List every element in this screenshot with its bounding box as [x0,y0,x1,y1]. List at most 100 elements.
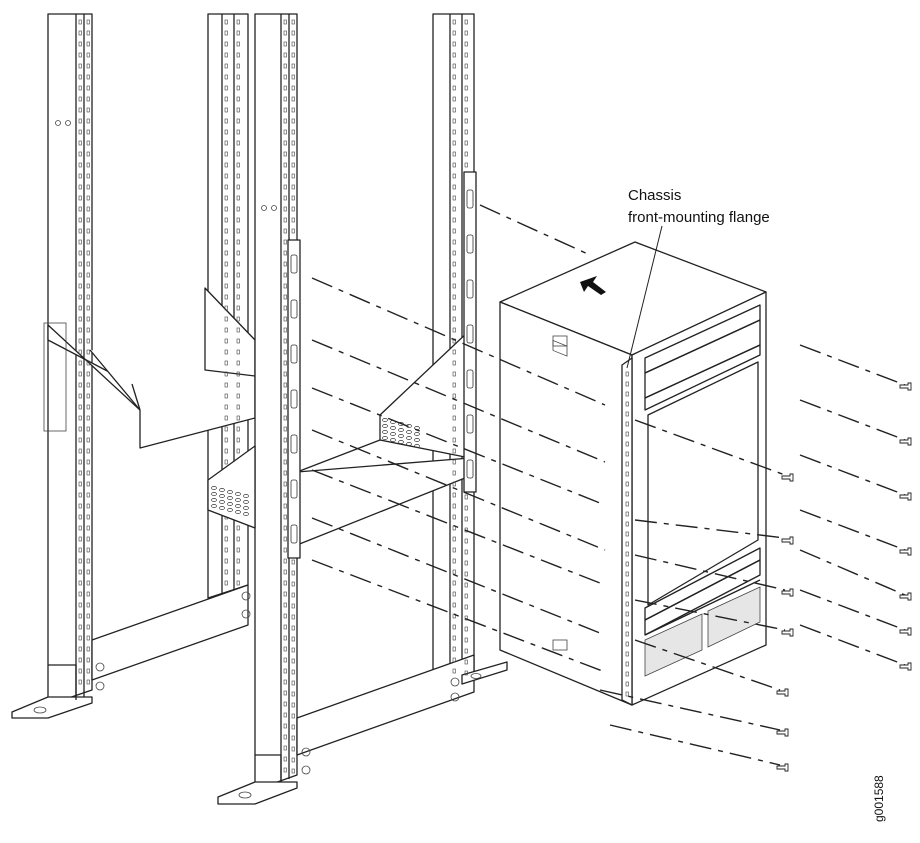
mount-hole [86,85,90,91]
mount-hole [86,525,90,531]
mount-hole [236,371,240,377]
mount-hole [78,624,82,630]
mount-hole [236,547,240,553]
mount-hole [291,173,295,179]
mount-hole [86,558,90,564]
mount-hole [224,404,228,410]
mount-hole [224,19,228,25]
mount-hole [291,184,295,190]
mount-hole [224,96,228,102]
vent-hole [219,488,225,492]
bracket-slot [290,524,298,544]
mount-hole [86,360,90,366]
mount-hole [283,85,287,91]
flange-hole [625,631,629,637]
mount-hole [283,547,287,553]
mount-hole [86,74,90,80]
mount-hole [236,294,240,300]
mount-hole [78,426,82,432]
vent-hole [227,496,233,500]
bracket-slot [290,299,298,319]
mount-hole [291,85,295,91]
mount-hole [283,74,287,80]
mount-hole [236,173,240,179]
mount-hole [464,659,468,665]
mount-hole [78,448,82,454]
mount-hole [224,547,228,553]
mount-hole [291,118,295,124]
mount-hole [78,74,82,80]
vent-hole [406,442,412,446]
mount-hole [291,625,295,631]
mount-hole [283,591,287,597]
mount-hole [283,558,287,564]
mount-hole [78,316,82,322]
mount-hole [291,195,295,201]
mount-hole [283,613,287,619]
mount-hole [78,30,82,36]
mount-hole [236,195,240,201]
mount-hole [452,162,456,168]
mount-hole [78,459,82,465]
vent-hole [398,440,404,444]
mount-hole [236,283,240,289]
mount-hole [464,615,468,621]
mount-hole [78,294,82,300]
mount-hole [86,602,90,608]
mount-hole [283,272,287,278]
mount-hole [464,538,468,544]
mount-hole [283,107,287,113]
mount-hole [224,239,228,245]
mount-hole [86,195,90,201]
mount-hole [78,580,82,586]
mount-hole [236,272,240,278]
mount-hole [452,360,456,366]
vent-hole [382,430,388,434]
vent-hole [382,424,388,428]
mount-hole [283,283,287,289]
mount-hole [283,151,287,157]
mount-hole [236,74,240,80]
mount-hole [86,96,90,102]
flange-holes [625,371,629,697]
mount-hole [86,206,90,212]
mount-hole [291,724,295,730]
mount-hole [283,723,287,729]
mount-hole [86,569,90,575]
flange-hole [625,691,629,697]
mount-hole [283,492,287,498]
mount-hole [224,459,228,465]
mount-hole [283,415,287,421]
screw-icon [899,592,912,601]
mount-hole [283,756,287,762]
mount-hole [78,217,82,223]
mount-hole [452,195,456,201]
mount-hole [452,437,456,443]
bracket-slot [466,189,474,209]
mount-hole [464,670,468,676]
mount-hole [78,602,82,608]
mount-hole [86,151,90,157]
mount-hole [283,646,287,652]
mount-hole [224,371,228,377]
flange-hole [625,401,629,407]
mount-hole [464,19,468,25]
mount-hole [283,679,287,685]
mount-hole [86,481,90,487]
mount-hole [291,74,295,80]
mount-hole [291,63,295,69]
mount-hole [452,349,456,355]
mount-hole [452,217,456,223]
mount-hole [78,41,82,47]
mount-hole [283,404,287,410]
mount-hole [78,503,82,509]
mount-hole [86,30,90,36]
mount-hole [291,217,295,223]
mount-hole [291,129,295,135]
vent-hole [211,492,217,496]
mount-hole [452,316,456,322]
mount-hole [78,371,82,377]
mount-hole [452,129,456,135]
vent-hole [382,436,388,440]
mount-hole [452,140,456,146]
